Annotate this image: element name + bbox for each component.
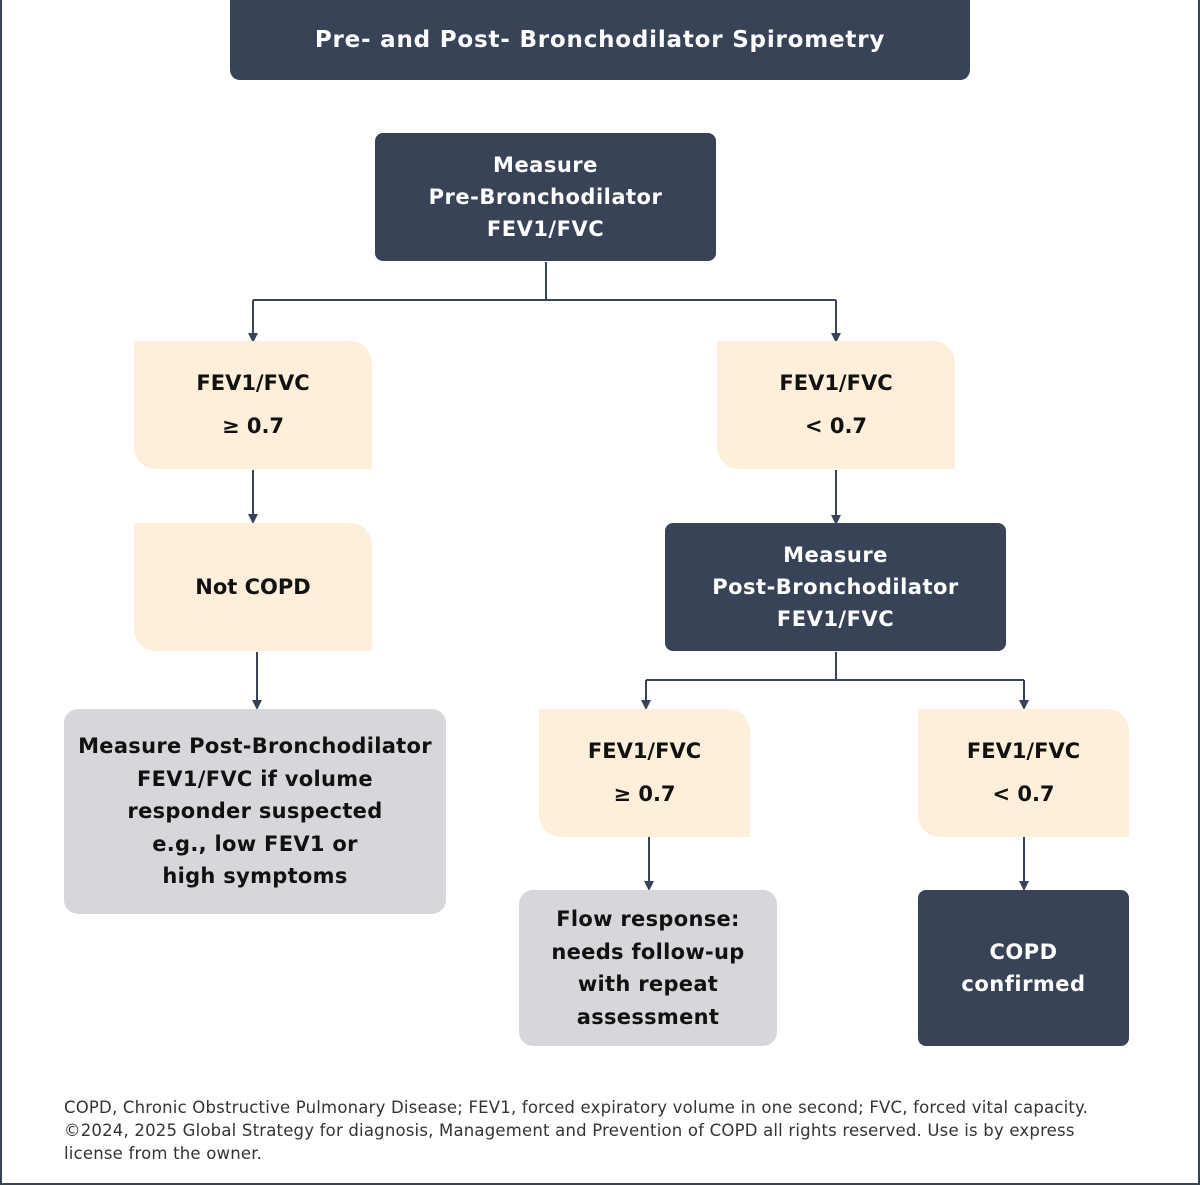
node-text-line: COPD bbox=[989, 940, 1058, 964]
node-pre-ratio-lt: FEV1/FVC < 0.7 bbox=[717, 341, 955, 469]
footnote-line: ©2024, 2025 Global Strategy for diagnosi… bbox=[64, 1121, 1075, 1140]
node-pre-ratio-ge: FEV1/FVC ≥ 0.7 bbox=[134, 341, 372, 469]
node-measure-pre-bronchodilator: Measure Pre-Bronchodilator FEV1/FVC bbox=[375, 133, 716, 261]
footnote-line: license from the owner. bbox=[64, 1144, 263, 1163]
title-text: Pre- and Post- Bronchodilator Spirometry bbox=[314, 27, 886, 53]
node-text-line: Post-Bronchodilator bbox=[712, 575, 959, 599]
node-text-line: confirmed bbox=[961, 972, 1086, 996]
node-text-line: FEV1/FVC bbox=[779, 371, 893, 395]
node-copd-confirmed: COPD confirmed bbox=[918, 890, 1129, 1046]
node-text-line: needs follow-up bbox=[551, 939, 745, 964]
node-flow-response: Flow response: needs follow-up with repe… bbox=[519, 890, 777, 1046]
node-volume-responder: Measure Post-Bronchodilator FEV1/FVC if … bbox=[64, 709, 446, 914]
node-text-line: Measure Post-Bronchodilator bbox=[78, 734, 432, 759]
node-text-line: FEV1/FVC bbox=[776, 607, 895, 631]
node-text-line: FEV1/FVC if volume bbox=[137, 766, 373, 791]
node-text-line: Flow response: bbox=[556, 907, 740, 931]
node-text-line: FEV1/FVC bbox=[587, 739, 702, 763]
node-not-copd: Not COPD bbox=[134, 523, 372, 651]
footnote: COPD, Chronic Obstructive Pulmonary Dise… bbox=[64, 1096, 1179, 1165]
title-banner: Pre- and Post- Bronchodilator Spirometry bbox=[230, 0, 970, 80]
node-text-line: FEV1/FVC bbox=[486, 217, 605, 241]
node-text-line: FEV1/FVC bbox=[966, 739, 1081, 763]
footnote-line: COPD, Chronic Obstructive Pulmonary Dise… bbox=[64, 1098, 1089, 1117]
node-text-line: responder suspected bbox=[127, 799, 383, 824]
node-measure-post-bronchodilator: Measure Post-Bronchodilator FEV1/FVC bbox=[665, 523, 1006, 651]
node-post-ratio-ge: FEV1/FVC ≥ 0.7 bbox=[539, 709, 750, 837]
node-text-line: Measure bbox=[783, 543, 888, 567]
node-text-line: ≥ 0.7 bbox=[613, 782, 676, 806]
node-text-line: with repeat bbox=[577, 972, 719, 996]
node-text-line: Not COPD bbox=[195, 574, 311, 599]
node-text-line: high symptoms bbox=[162, 864, 348, 889]
node-post-ratio-lt: FEV1/FVC < 0.7 bbox=[918, 709, 1129, 837]
node-text-line: Pre-Bronchodilator bbox=[428, 185, 663, 209]
node-text-line: ≥ 0.7 bbox=[221, 414, 285, 438]
node-text-line: assessment bbox=[576, 1004, 720, 1029]
node-text-line: < 0.7 bbox=[992, 782, 1055, 806]
node-text-line: Measure bbox=[493, 153, 598, 177]
node-text-line: e.g., low FEV1 or bbox=[152, 831, 358, 856]
node-text-line: FEV1/FVC bbox=[196, 371, 310, 395]
node-text-line: < 0.7 bbox=[804, 414, 868, 438]
